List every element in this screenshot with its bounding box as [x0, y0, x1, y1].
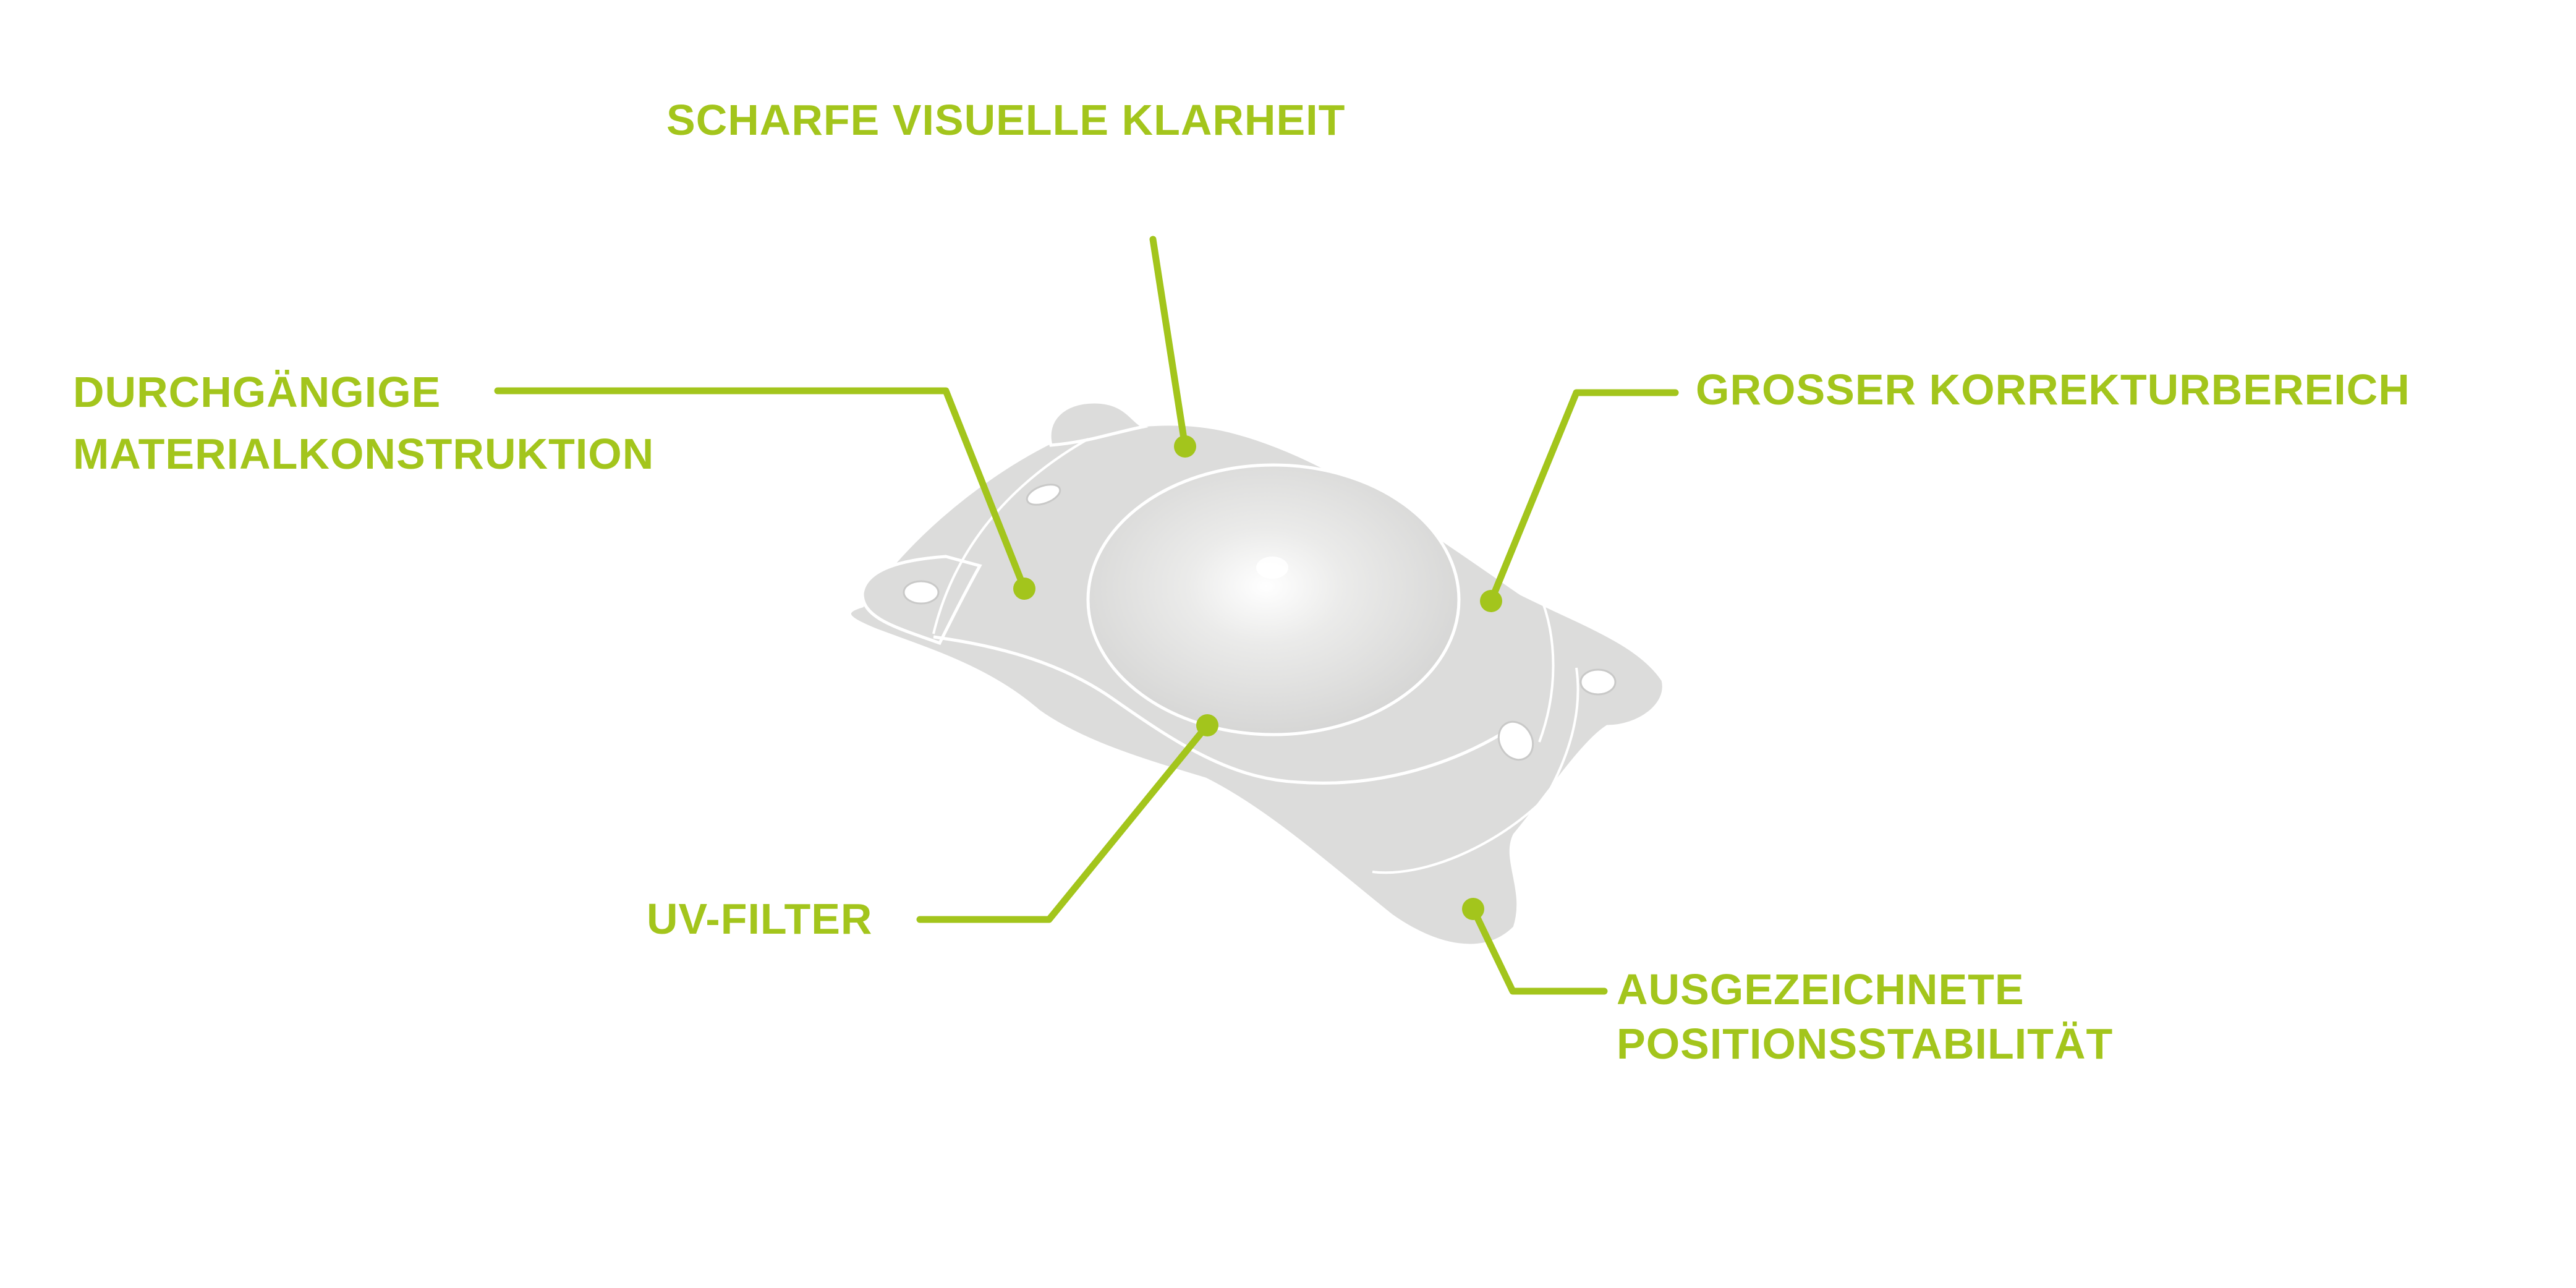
callout-dot-top — [1174, 435, 1196, 458]
callout-label-uv-filter: UV-FILTER — [647, 888, 872, 950]
callout-label-line1: DURCHGÄNGIGE — [73, 368, 441, 416]
callout-dot-uv — [1196, 714, 1218, 736]
callout-label-text: SCHARFE VISUELLE KLARHEIT — [666, 96, 1346, 144]
callout-line-left — [494, 387, 1028, 592]
callout-line-right — [1487, 389, 1679, 605]
lens-optic — [1086, 463, 1461, 736]
callout-label-line2: MATERIALKONSTRUKTION — [73, 430, 655, 478]
lens-edge-line — [933, 635, 1510, 785]
optic-highlight — [1256, 557, 1288, 579]
callout-label-correction-range: GROSSER KORREKTURBEREICH — [1696, 359, 2410, 420]
callout-line-bottom — [1469, 905, 1608, 995]
callout-label-text: UV-FILTER — [647, 895, 873, 943]
callout-label-text: GROSSER KORREKTURBEREICH — [1696, 365, 2410, 414]
lens-edge-line-4 — [932, 438, 1089, 634]
callout-line-uv — [916, 722, 1211, 923]
lens-edge-line-3 — [1538, 593, 1555, 743]
callout-label-line2: POSITIONSSTABILITÄT — [1617, 1020, 2114, 1068]
callout-label-visual-clarity: SCHARFE VISUELLE KLARHEIT — [666, 89, 1345, 151]
positioning-hole — [1579, 668, 1617, 696]
callout-dot-bottom — [1462, 898, 1484, 920]
lens-edge-line-2 — [1372, 667, 1579, 874]
callout-label-position-stability: AUSGEZEICHNETE POSITIONSSTABILITÄT — [1617, 962, 2113, 1071]
callout-dot-right — [1480, 590, 1502, 612]
callout-label-material-construction: DURCHGÄNGIGE MATERIALKONSTRUKTION — [73, 361, 654, 485]
top-haptic-tab — [1048, 400, 1149, 447]
callout-label-line1: AUSGEZEICHNETE — [1617, 965, 2025, 1013]
callout-line-top — [1149, 236, 1189, 450]
positioning-hole — [1026, 484, 1061, 506]
callout-dot-left — [1013, 578, 1035, 600]
positioning-hole — [903, 580, 940, 605]
positioning-hole — [1497, 720, 1534, 761]
